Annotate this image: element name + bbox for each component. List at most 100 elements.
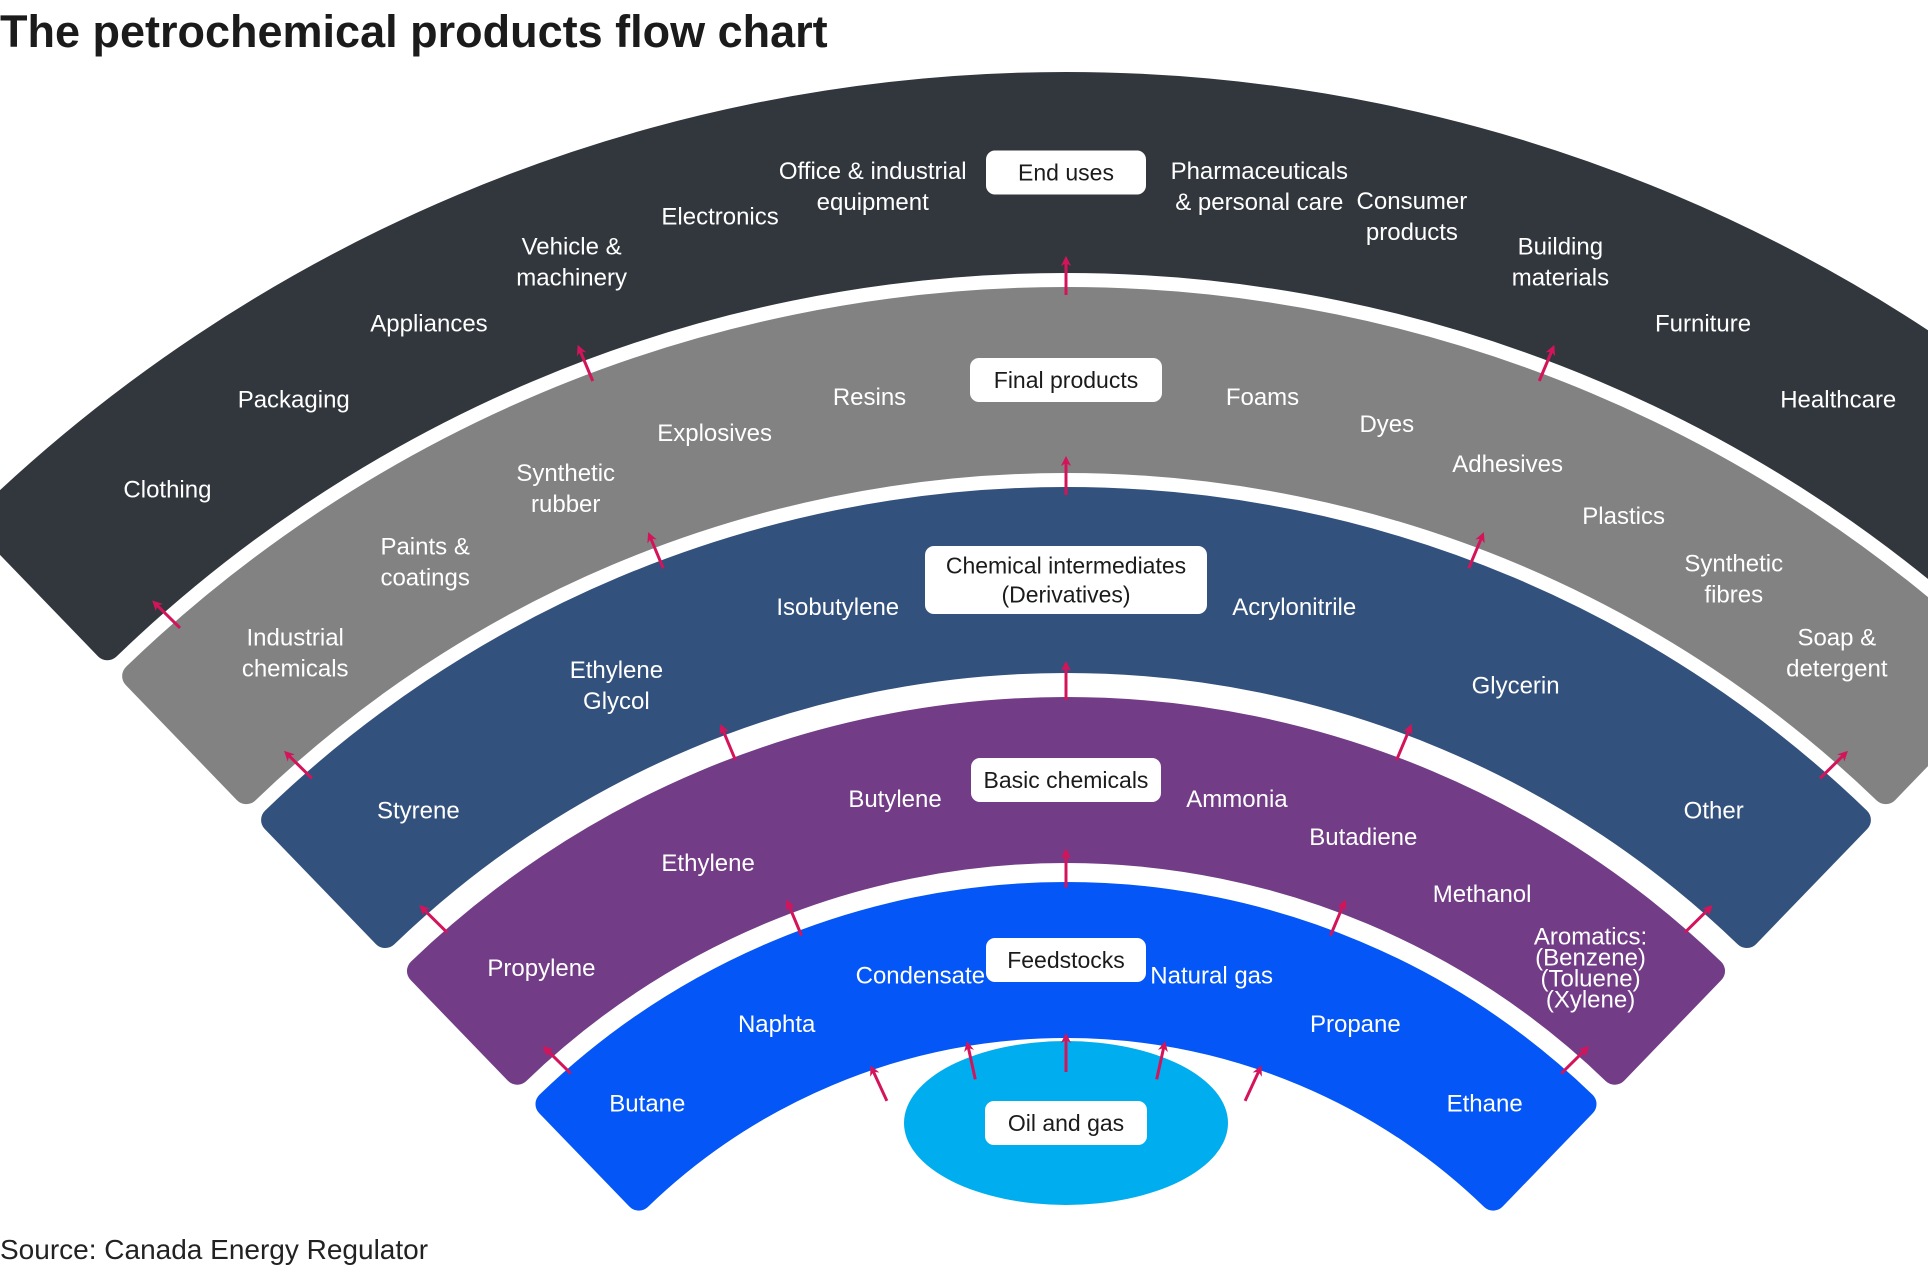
item-label: Ethylene (661, 850, 754, 877)
header-basic-chemicals: Basic chemicals (971, 758, 1161, 802)
header-feedstocks-box (986, 938, 1146, 982)
item-label-text: Aromatics: (1534, 924, 1647, 951)
item-label-text: Glycol (583, 688, 650, 715)
item-label: Resins (833, 384, 906, 411)
item-label-text: Styrene (377, 798, 460, 825)
item-label-text: Adhesives (1452, 451, 1563, 478)
item-label: Glycerin (1472, 672, 1560, 699)
item-label-text: products (1366, 219, 1458, 246)
flow-arrow (1329, 899, 1347, 937)
item-label: Packaging (238, 387, 350, 414)
item-label: Building materials (1512, 234, 1609, 292)
item-label-text: Packaging (238, 387, 350, 414)
item-label: Paints &coatings (380, 534, 469, 592)
item-label-text: Ethane (1447, 1091, 1523, 1118)
item-label-text: equipment (817, 189, 929, 216)
item-label-text: Butadiene (1309, 824, 1417, 851)
item-label-text: Methanol (1433, 881, 1532, 908)
item-label-text: Soap & (1797, 624, 1876, 651)
item-label: Adhesives (1452, 451, 1563, 478)
item-label-text: Consumer (1357, 188, 1468, 215)
item-label: Naphta (738, 1011, 816, 1038)
header-final-products-box (970, 358, 1162, 402)
item-label-text: Explosives (657, 420, 772, 447)
item-label: Furniture (1655, 311, 1751, 338)
header-chemical-intermediates-text: (Derivatives) (1001, 582, 1130, 608)
flow-arrow (1155, 1041, 1168, 1080)
item-label-text: Office & industrial (779, 158, 967, 185)
item-label: Clothing (123, 476, 211, 503)
band-feedstocks (535, 882, 1597, 1211)
page-title: The petrochemical products flow chart (0, 6, 828, 57)
item-label: Natural gas (1150, 962, 1273, 989)
item-label-text: Propylene (487, 955, 595, 982)
origin-label: Oil and gas (985, 1101, 1147, 1145)
flow-arrow (785, 899, 803, 937)
item-label: Healthcare (1780, 387, 1896, 414)
item-label-text: Butane (609, 1091, 685, 1118)
flow-arrow (1467, 532, 1485, 569)
item-label-text: Electronics (661, 203, 778, 230)
item-label-text: Isobutylene (776, 594, 899, 621)
item-label: Aromatics:(Benzene)(Toluene)(Xylene) (1534, 924, 1647, 1014)
origin-label-box (985, 1101, 1147, 1145)
flow-arrow (1683, 904, 1713, 934)
item-label: Ethane (1447, 1091, 1523, 1118)
item-label-text: Synthetic (1684, 550, 1783, 577)
item-label-text: Resins (833, 384, 906, 411)
item-label: Office & industrial equipment (779, 158, 967, 216)
item-label: Electronics (661, 203, 778, 230)
origin-label-text: Oil and gas (1008, 1110, 1124, 1136)
item-label: Appliances (370, 311, 487, 338)
header-end-uses-box (986, 150, 1146, 195)
item-label-text: Condensate (856, 962, 985, 989)
header-final-products: Final products (970, 358, 1162, 402)
item-label-text: Dyes (1359, 411, 1414, 438)
band-basic-chemicals (406, 697, 1726, 1085)
header-end-uses-text: End uses (1018, 160, 1114, 186)
flow-arrow (419, 904, 449, 934)
item-label: Propylene (487, 955, 595, 982)
header-chemical-intermediates-text: Chemical intermediates (946, 553, 1186, 579)
item-label-text: Naphta (738, 1011, 816, 1038)
item-label-text: Ethylene (661, 850, 754, 877)
item-label-text: Synthetic (516, 460, 615, 487)
item-label: Vehicle &machinery (516, 234, 627, 292)
item-label: Plastics (1582, 503, 1665, 530)
item-label: Butadiene (1309, 824, 1417, 851)
item-label: Ammonia (1186, 786, 1288, 813)
item-label: Butylene (848, 786, 941, 813)
flow-arrow (647, 532, 665, 569)
flow-arrow (719, 723, 737, 761)
item-label-text: Foams (1226, 384, 1299, 411)
item-label: Isobutylene (776, 594, 899, 621)
item-label-text: Building (1518, 234, 1603, 261)
flow-arrow (1395, 723, 1413, 761)
flow-arrow (542, 1045, 572, 1075)
item-label-text: Healthcare (1780, 387, 1896, 414)
header-chemical-intermediates-box (925, 546, 1207, 614)
flow-arrow (1819, 750, 1848, 780)
item-label: Styrene (377, 798, 460, 825)
item-label-text: rubber (531, 491, 600, 518)
item-label-text: materials (1512, 265, 1609, 292)
header-feedstocks: Feedstocks (986, 938, 1146, 982)
item-label-text: Paints & (380, 534, 469, 561)
flow-arrow (1560, 1045, 1590, 1075)
item-label-text: chemicals (242, 655, 349, 682)
flow-arrow (1537, 344, 1556, 382)
item-label: Dyes (1359, 411, 1414, 438)
item-label-text: (Toluene) (1541, 966, 1641, 993)
item-label: Pharmaceuticals& personal care (1171, 158, 1348, 216)
item-label: Acrylonitrile (1232, 594, 1356, 621)
item-label-text: Natural gas (1150, 962, 1273, 989)
item-label-text: Clothing (123, 476, 211, 503)
header-chemical-intermediates: Chemical intermediates (Derivatives) (925, 546, 1207, 614)
header-basic-chemicals-box (971, 758, 1161, 802)
item-label: Methanol (1433, 881, 1532, 908)
item-label-text: Ethylene (570, 657, 663, 684)
